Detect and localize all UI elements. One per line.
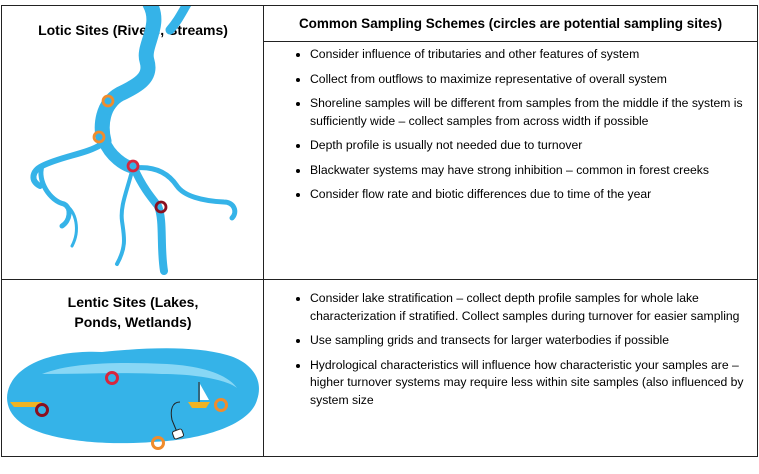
list-item: Hydrological characteristics will influe… (310, 357, 747, 410)
list-item: Shoreline samples will be different from… (310, 95, 747, 130)
orange-marker-2 (92, 130, 106, 144)
lentic-title-line1: Lentic Sites (Lakes, (67, 294, 199, 310)
river-illustration (30, 6, 238, 275)
lentic-bullet-list: Consider lake stratification – collect d… (264, 280, 757, 409)
dark-red-marker-1 (154, 200, 168, 214)
list-item: Collect from outflows to maximize repres… (310, 71, 747, 89)
orange-marker-1 (101, 94, 115, 108)
list-item: Consider lake stratification – collect d… (310, 290, 747, 325)
common-sampling-header: Common Sampling Schemes (circles are pot… (263, 5, 758, 42)
kayak-icon (10, 402, 42, 407)
orange-marker-lake-1 (214, 398, 228, 412)
list-item: Consider flow rate and biotic difference… (310, 186, 747, 204)
list-item: Depth profile is usually not needed due … (310, 137, 747, 155)
orange-marker-lake-2 (151, 436, 165, 450)
sampling-table: Lotic Sites (Rivers, Streams) (1, 5, 758, 457)
lotic-title: Lotic Sites (Rivers, Streams) (38, 22, 228, 38)
lotic-bullet-list: Consider influence of tributaries and ot… (264, 42, 757, 204)
list-item: Blackwater systems may have strong inhib… (310, 162, 747, 180)
lentic-bullets-cell: Consider lake stratification – collect d… (263, 279, 758, 457)
dark-red-marker-lake (35, 403, 49, 417)
sampler-line (170, 401, 181, 433)
list-item: Consider influence of tributaries and ot… (310, 46, 747, 64)
lentic-title-line2: Ponds, Wetlands) (74, 314, 192, 330)
red-marker-lake (105, 371, 119, 385)
lentic-title: Lentic Sites (Lakes, Ponds, Wetlands) (2, 292, 264, 332)
sampler-bottle-icon (171, 428, 185, 440)
lentic-cell: Lentic Sites (Lakes, Ponds, Wetlands) (1, 279, 264, 457)
lake-illustration (7, 348, 259, 450)
sailboat-icon (188, 382, 210, 408)
list-item: Use sampling grids and transects for lar… (310, 332, 747, 350)
lotic-bullets-cell: Consider influence of tributaries and ot… (263, 41, 758, 280)
lotic-cell: Lotic Sites (Rivers, Streams) (1, 5, 264, 280)
red-marker-1 (126, 159, 140, 173)
